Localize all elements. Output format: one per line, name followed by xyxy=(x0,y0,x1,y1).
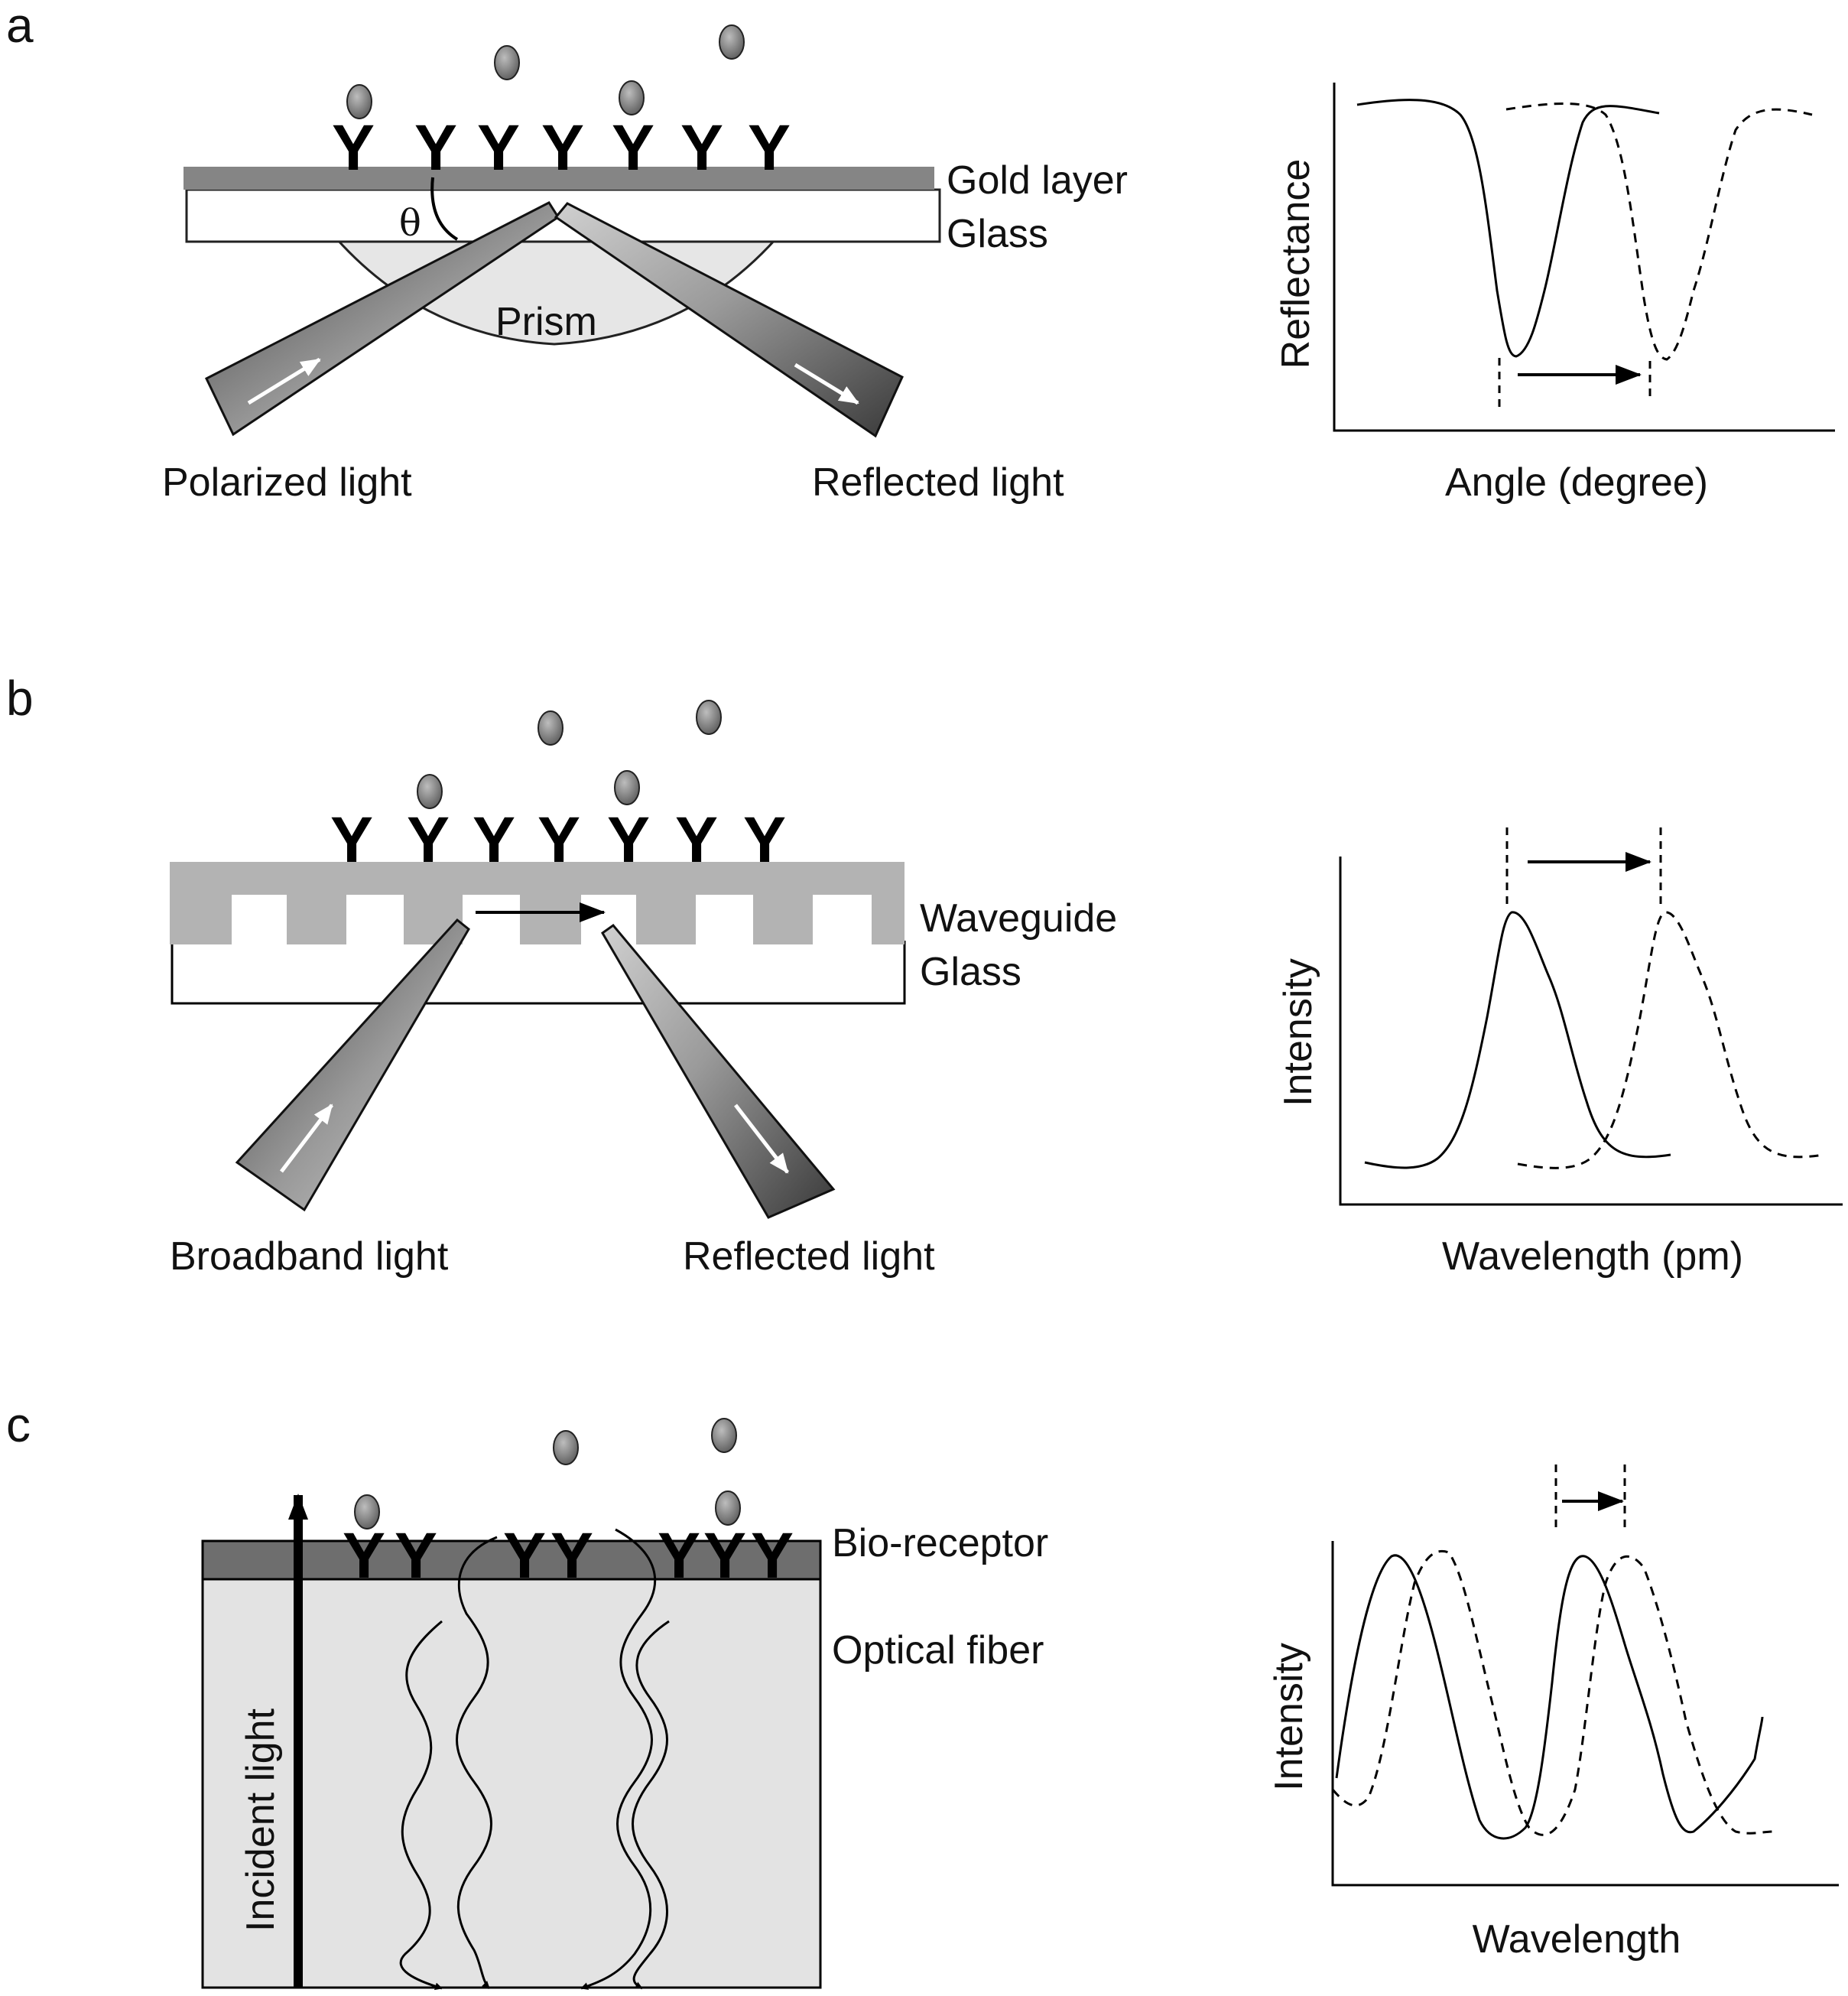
analyte xyxy=(354,1494,380,1530)
plot-a-xlabel: Angle (degree) xyxy=(1445,460,1708,505)
beam-direction-arrow-out-b xyxy=(734,1104,789,1174)
receptor: Y xyxy=(658,1520,700,1591)
receptor: Y xyxy=(612,112,654,184)
fringe-spectrum-after xyxy=(1331,1549,1775,1836)
reflected-light-label-b: Reflected light xyxy=(683,1234,935,1279)
receptor: Y xyxy=(551,1520,593,1591)
gold-layer-label: Gold layer xyxy=(947,158,1128,203)
plot-c: Wavelength Intensity xyxy=(1267,1464,1839,1962)
evanescent-waves xyxy=(399,1528,670,1991)
plot-a-axes xyxy=(1333,83,1835,432)
analyte xyxy=(696,700,722,735)
receptor: Y xyxy=(407,804,450,876)
plot-b-xlabel: Wavelength (pm) xyxy=(1442,1234,1743,1279)
analyte xyxy=(719,24,745,60)
glass-slide-b xyxy=(171,941,906,1005)
polarized-light-label: Polarized light xyxy=(162,460,412,505)
incident-light-label: Incident light xyxy=(239,1708,283,1932)
receptors-b: Y Y Y Y Y Y Y xyxy=(330,804,786,876)
glass-label-a: Glass xyxy=(947,212,1048,256)
plot-a-ylabel: Reflectance xyxy=(1274,159,1318,369)
optical-fiber-label: Optical fiber xyxy=(832,1628,1044,1673)
receptor: Y xyxy=(477,112,520,184)
reflected-light-label-a: Reflected light xyxy=(812,460,1064,505)
wave-path xyxy=(456,1536,498,1990)
analyte xyxy=(346,84,372,119)
receptor: Y xyxy=(703,1520,746,1591)
plot-a: Angle (degree) Reflectance xyxy=(1274,83,1835,505)
broadband-light-label: Broadband light xyxy=(170,1234,449,1279)
panel-b: b Y Y Y Y Y Y Y Waveguide Glass Broadb xyxy=(6,671,1843,1279)
waveguide-label: Waveguide xyxy=(920,896,1117,941)
analytes-a xyxy=(346,24,745,119)
analyte xyxy=(619,80,645,115)
wave-path xyxy=(399,1620,443,1991)
receptor: Y xyxy=(332,112,375,184)
receptor: Y xyxy=(751,1520,794,1591)
panel-letter-b: b xyxy=(6,671,34,726)
beam-direction-arrow-in xyxy=(247,357,321,405)
receptors-c: Y Y Y Y Y Y Y xyxy=(343,1520,794,1591)
analyte xyxy=(417,774,443,809)
receptor: Y xyxy=(748,112,791,184)
receptor: Y xyxy=(395,1520,437,1591)
plot-b: Wavelength (pm) Intensity xyxy=(1276,827,1843,1279)
receptor: Y xyxy=(414,112,457,184)
bio-receptor-label: Bio-receptor xyxy=(832,1521,1048,1565)
panel-letter-c: c xyxy=(6,1397,31,1452)
plot-c-ylabel: Intensity xyxy=(1267,1643,1311,1791)
reflectance-curve-after xyxy=(1505,102,1813,361)
receptor: Y xyxy=(343,1520,385,1591)
receptor: Y xyxy=(503,1520,546,1591)
analyte xyxy=(614,770,640,805)
beam-direction-arrow-in-b xyxy=(280,1104,333,1173)
analyte xyxy=(494,45,520,80)
intensity-peak-after xyxy=(1517,911,1824,1169)
broadband-beam xyxy=(235,918,470,1212)
plot-b-axes xyxy=(1339,857,1843,1206)
fiber-surface-layer xyxy=(201,1539,822,1581)
analytes-c xyxy=(354,1418,741,1530)
gold-layer xyxy=(184,167,934,190)
beam-direction-arrow-out xyxy=(794,362,859,405)
angle-arc xyxy=(430,177,459,241)
analyte xyxy=(711,1418,737,1453)
receptor: Y xyxy=(330,804,373,876)
optical-fiber-core xyxy=(201,1575,822,1989)
analyte xyxy=(538,710,563,746)
panel-a: a Prism θ Y Y Y Y Y Y Y xyxy=(6,0,1835,505)
receptor: Y xyxy=(473,804,515,876)
reflectance-curve-before xyxy=(1356,99,1660,358)
glass-label-b: Glass xyxy=(920,950,1021,994)
plot-c-xlabel: Wavelength xyxy=(1473,1917,1681,1962)
waveguide-grating xyxy=(170,862,905,944)
fringe-spectrum-before xyxy=(1335,1554,1764,1840)
receptor: Y xyxy=(538,804,580,876)
analyte xyxy=(553,1430,579,1465)
receptor: Y xyxy=(541,112,584,184)
reflected-beam-b xyxy=(601,923,836,1219)
wave-path xyxy=(580,1528,657,1990)
analytes-b xyxy=(417,700,722,809)
theta-symbol: θ xyxy=(399,202,421,245)
receptor: Y xyxy=(680,112,723,184)
intensity-peak-before xyxy=(1364,911,1671,1169)
receptor: Y xyxy=(607,804,650,876)
panel-c: c Incident light Y Y Y Y Y Y Y xyxy=(6,1397,1839,1991)
panel-letter-a: a xyxy=(6,0,34,53)
receptor: Y xyxy=(743,804,786,876)
analyte xyxy=(715,1490,741,1526)
plot-c-axes xyxy=(1331,1541,1839,1887)
plot-b-ylabel: Intensity xyxy=(1276,958,1320,1107)
wave-path xyxy=(632,1620,670,1990)
receptors-a: Y Y Y Y Y Y Y xyxy=(332,112,791,184)
receptor: Y xyxy=(675,804,718,876)
prism-label: Prism xyxy=(495,300,597,344)
